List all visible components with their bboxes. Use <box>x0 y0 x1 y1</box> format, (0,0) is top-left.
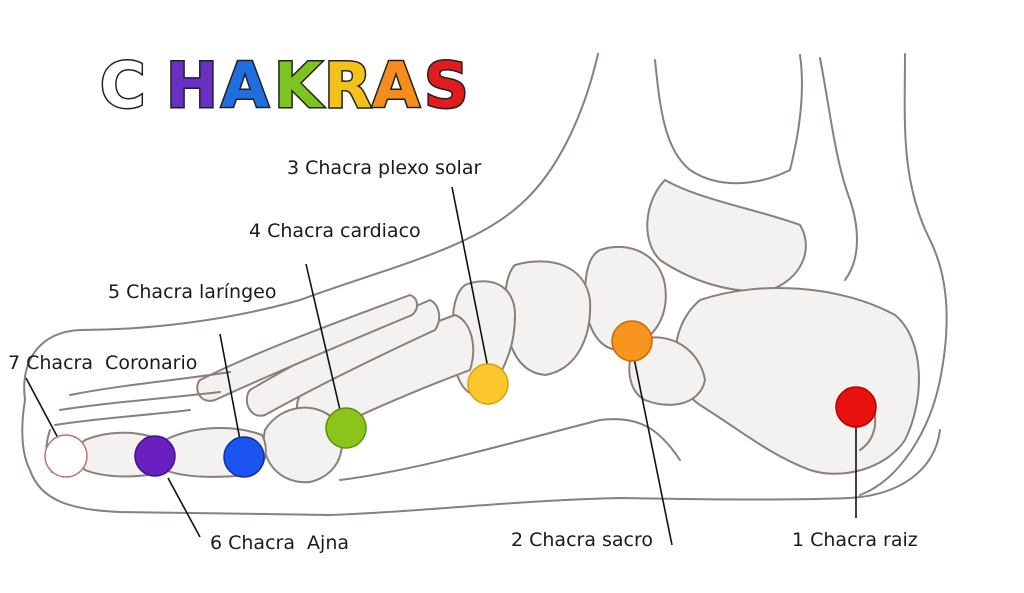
leg-outline-back <box>859 53 948 496</box>
chakra-dot-1 <box>835 386 877 428</box>
sole-outline <box>29 429 941 516</box>
chakra-dot-5 <box>223 436 265 478</box>
metatarsal-head <box>262 406 343 484</box>
toe-outline <box>21 399 31 471</box>
title-letter-1: C <box>100 49 146 122</box>
chakra-label-4: 4 Chacra cardiaco <box>249 220 421 242</box>
leader-line-7 <box>25 377 59 439</box>
calcaneus-bone <box>674 287 920 475</box>
chakra-label-1: 1 Chacra raiz <box>792 529 918 551</box>
chakra-label-7: 7 Chacra Coronario <box>8 352 197 374</box>
title-letter-7: S <box>424 49 469 122</box>
lesser-toes <box>54 371 231 426</box>
chakra-dot-3 <box>467 363 509 405</box>
chakra-dot-6 <box>134 435 176 477</box>
leader-line-6 <box>167 477 201 538</box>
talus-bone <box>646 178 807 292</box>
title-letter-5: R <box>324 49 372 122</box>
chakra-label-6: 6 Chacra Ajna <box>210 532 349 554</box>
metatarsal-3 <box>196 293 418 402</box>
cuboid-bone <box>628 336 707 406</box>
leg-outline-front <box>23 53 599 401</box>
chakra-dot-7 <box>44 434 88 478</box>
leader-line-5 <box>219 333 241 441</box>
arch-curve <box>339 418 681 481</box>
leader-line-2 <box>633 357 673 546</box>
title-letter-2: H <box>166 49 218 122</box>
chakra-labels: 1 Chacra raiz 2 Chacra sacro 3 Chacra pl… <box>8 157 918 554</box>
chakra-dot-2 <box>611 320 653 362</box>
title-letter-4: K <box>274 49 324 122</box>
chakra-label-5: 5 Chacra laríngeo <box>108 281 276 303</box>
chakra-dots <box>44 320 877 478</box>
title-letter-6: A <box>372 49 420 122</box>
chakra-label-2: 2 Chacra sacro <box>511 529 653 551</box>
tibia-bone <box>654 54 803 185</box>
title-letter-3: A <box>221 49 269 122</box>
leader-line-3 <box>451 186 489 369</box>
chakra-dot-4 <box>325 407 367 449</box>
cuneiform-bone <box>503 260 592 377</box>
leader-lines <box>25 186 857 546</box>
fibula-bone <box>819 57 858 281</box>
chakra-label-3: 3 Chacra plexo solar <box>287 157 481 179</box>
leader-line-4 <box>305 263 341 411</box>
